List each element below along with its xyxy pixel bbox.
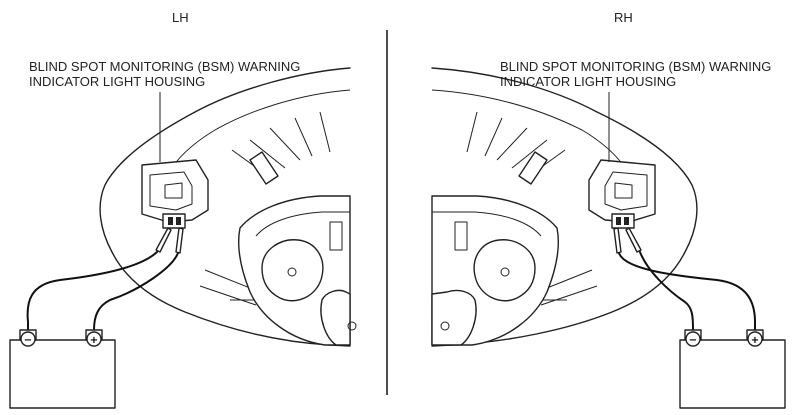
lh-connector-pin-2 xyxy=(176,217,181,225)
rh-wire-positive xyxy=(618,252,756,331)
lh-battery xyxy=(9,339,116,409)
lh-motor-boss-hole xyxy=(287,267,297,277)
lh-bsm-housing-inner xyxy=(149,171,193,211)
rh-battery-neg-symbol: − xyxy=(689,335,697,346)
rh-wire-negative xyxy=(639,251,694,331)
rh-motor-lobe-hole xyxy=(440,321,450,331)
rh-rib-4 xyxy=(484,117,503,157)
lh-motor-inner xyxy=(255,211,350,237)
rh-connector-pin-2 xyxy=(616,217,621,225)
lh-connector-pin-1 xyxy=(168,217,173,225)
rh-bsm-connector xyxy=(611,213,635,229)
lh-wire-positive xyxy=(93,252,179,331)
rh-motor-slot xyxy=(454,221,468,251)
rh-bsm-housing-detail xyxy=(614,182,633,199)
lh-battery-pos-circle xyxy=(86,331,102,347)
lh-tab xyxy=(249,151,279,185)
lh-battery-neg-symbol: − xyxy=(24,335,32,346)
rh-battery-group xyxy=(679,329,786,409)
rh-connector-pin-1 xyxy=(624,217,629,225)
lh-mirror-assembly xyxy=(9,67,357,409)
lh-rib-3 xyxy=(269,127,301,161)
lh-battery-neg-circle xyxy=(20,331,36,347)
rh-callout-line2: INDICATOR LIGHT HOUSING xyxy=(500,74,677,89)
lh-probe-neg xyxy=(155,227,172,253)
lh-callout-line1: BLIND SPOT MONITORING (BSM) WARNING xyxy=(29,59,301,74)
rh-motor-boss xyxy=(473,239,536,302)
rh-rib-5 xyxy=(466,111,478,153)
rh-motor-inner xyxy=(432,211,542,237)
rh-mirror-outline xyxy=(431,67,698,347)
rh-side-label: RH xyxy=(614,10,633,25)
rh-bsm-housing-inner xyxy=(604,171,648,211)
lh-side-label: LH xyxy=(172,10,189,25)
rh-bsm-housing xyxy=(588,159,656,223)
lh-bsm-housing xyxy=(141,159,209,223)
rh-battery-pos-symbol: + xyxy=(751,335,759,346)
rh-rib-7 xyxy=(540,285,598,306)
lh-mirror-outline xyxy=(99,67,351,347)
rh-battery-pos-circle xyxy=(747,331,763,347)
lh-probe-pos xyxy=(175,227,184,254)
lh-battery-pos-symbol: + xyxy=(90,335,98,346)
rh-tab xyxy=(518,151,548,185)
rh-rib-3 xyxy=(496,127,528,161)
lh-motor-lobe-hole xyxy=(347,321,357,331)
rh-battery xyxy=(679,339,786,409)
lh-rib-7 xyxy=(199,285,257,306)
rh-battery-neg-circle xyxy=(685,331,701,347)
rh-mirror-assembly xyxy=(431,67,756,347)
lh-rib-2 xyxy=(249,139,286,169)
lh-bsm-housing-detail xyxy=(164,182,183,199)
lh-wire-negative xyxy=(26,251,158,331)
rh-motor-lobe xyxy=(431,289,477,346)
rh-motor-boss-hole xyxy=(500,267,510,277)
lh-rib-4 xyxy=(294,117,313,157)
rh-rib-2 xyxy=(511,139,548,169)
lh-motor-slot xyxy=(329,221,343,251)
lh-bsm-connector xyxy=(162,213,186,229)
lh-motor-lobe xyxy=(320,289,351,346)
rh-callout-line1: BLIND SPOT MONITORING (BSM) WARNING xyxy=(500,59,772,74)
lh-motor-boss xyxy=(261,239,324,302)
lh-callout-line2: INDICATOR LIGHT HOUSING xyxy=(29,74,206,89)
rh-probe-pos xyxy=(613,227,622,254)
rh-probe-neg xyxy=(625,227,642,253)
lh-rib-5 xyxy=(319,111,331,153)
